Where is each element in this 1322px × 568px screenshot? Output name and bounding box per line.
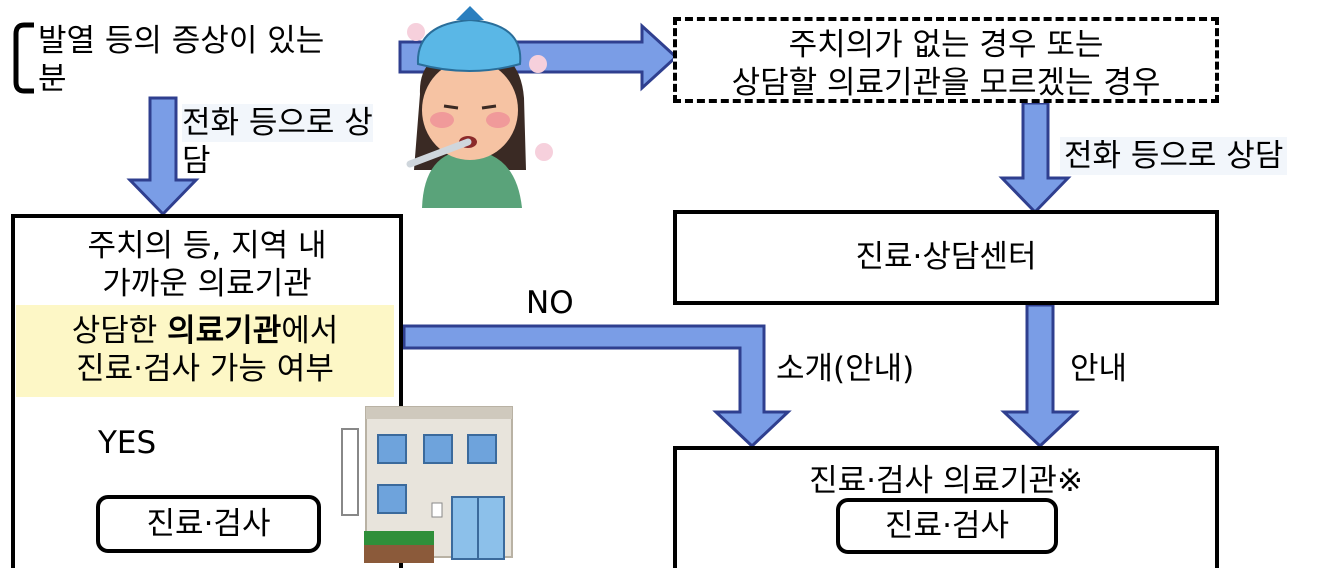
no-label: NO: [526, 285, 574, 321]
yes-label: YES: [98, 425, 157, 461]
check-line2: 진료·검사 가능 여부: [76, 351, 334, 387]
phone-consult-right: 전화 등으로 상담: [1060, 137, 1288, 175]
exam-left-label: 진료·검사: [146, 506, 271, 542]
no-doctor-line2: 상담할 의료기관을 모르겠는 경우: [731, 65, 1161, 101]
hospital-building-illustration: [341, 406, 513, 563]
referral-label: 소개(안내): [776, 351, 915, 387]
check-pre: 상담한: [71, 313, 168, 349]
guide-label: 안내: [1070, 351, 1128, 387]
bracket-icon: [13, 22, 34, 94]
check-post: 에서: [281, 313, 339, 349]
exam-institution-label: 진료·검사 의료기관※: [809, 463, 1083, 499]
local-clinic-line1: 주치의 등, 지역 내: [87, 228, 327, 264]
exam-box-left: 진료·검사: [96, 495, 321, 553]
no-doctor-box: 주치의가 없는 경우 또는 상담할 의료기관을 모르겠는 경우: [673, 17, 1219, 103]
arrow-to-local-clinic: [126, 96, 200, 217]
phone-consult-left-line1: 전화 등으로 상: [182, 104, 373, 142]
arrow-no-referral: [402, 324, 792, 449]
exam-box-right: 진료·검사: [836, 498, 1058, 554]
check-availability-highlight: [16, 305, 394, 397]
check-bold: 의료기관: [167, 313, 282, 349]
consultation-center-label: 진료·상담센터: [855, 239, 1037, 275]
exam-right-label: 진료·검사: [885, 508, 1009, 544]
symptom-line1: 발열 등의 증상이 있는: [38, 23, 325, 59]
no-doctor-line1: 주치의가 없는 경우 또는: [788, 27, 1104, 63]
consultation-center-box: 진료·상담센터: [673, 210, 1219, 305]
phone-consult-left-line2: 담: [182, 143, 211, 179]
local-clinic-line2: 가까운 의료기관: [102, 266, 312, 302]
symptom-line2: 분: [38, 61, 67, 97]
sick-person-illustration: [406, 6, 553, 208]
arrow-center-to-exam: [1000, 303, 1080, 449]
check-line1: 상담한 의료기관에서: [16, 312, 394, 350]
arrow-to-center: [998, 101, 1072, 215]
